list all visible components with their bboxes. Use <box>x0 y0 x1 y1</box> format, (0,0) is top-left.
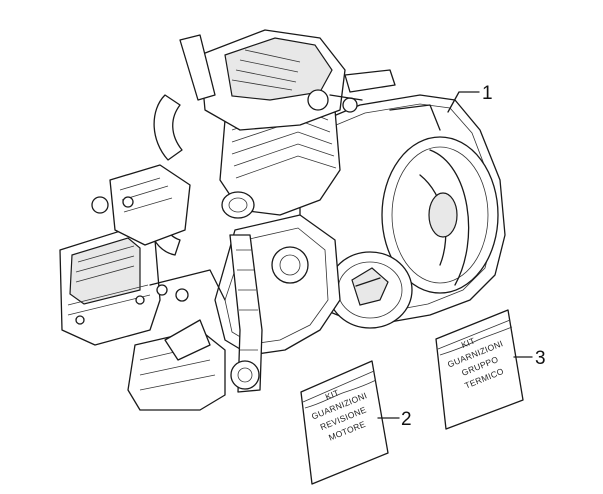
coolant-hose <box>153 94 183 161</box>
callout-3: 3 <box>535 348 546 369</box>
gasket-kit-cylinder: KIT GUARNIZIONI GRUPPO TERMICO <box>435 309 524 430</box>
gasket-kit-overhaul: KIT GUARNIZIONI REVISIONE MOTORE <box>300 360 389 485</box>
throttle-body <box>221 191 255 219</box>
callout-2: 2 <box>401 409 412 430</box>
leader-1 <box>447 91 480 113</box>
kit3-line1: KIT <box>460 335 477 350</box>
engine-assembly <box>59 29 506 411</box>
gasket-bag-3 <box>435 309 524 430</box>
callout-leaders <box>377 91 533 419</box>
kit2-line1: KIT <box>324 387 341 402</box>
callout-1: 1 <box>482 83 493 104</box>
gasket-bag-2 <box>300 360 389 485</box>
